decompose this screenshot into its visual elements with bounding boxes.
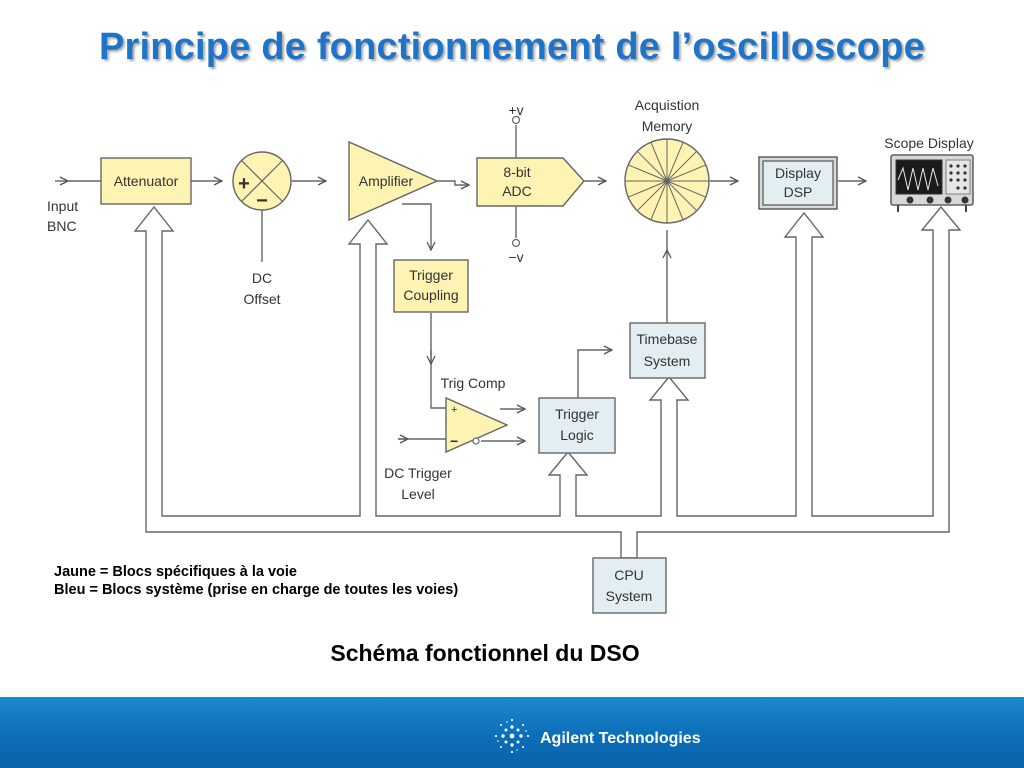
trigger-logic-block <box>538 397 616 454</box>
input-label-line1: Input <box>47 198 78 214</box>
scope-display-icon <box>890 154 974 212</box>
memory-spoke <box>636 150 668 182</box>
dc-trigger-level-line1: DC Trigger <box>384 465 452 481</box>
attenuator-block <box>100 157 192 205</box>
cpu-block <box>592 557 667 614</box>
memory-spoke <box>628 180 668 198</box>
minus-v-label: −v <box>508 249 523 265</box>
memory-spoke <box>666 142 684 182</box>
timebase-block <box>629 322 706 379</box>
trigger-logic-line2: Logic <box>560 427 593 443</box>
dc-trigger-level-line2: Level <box>401 486 434 502</box>
timebase-line1: Timebase <box>637 331 698 347</box>
summer-minus: − <box>256 190 268 212</box>
acquisition-memory-wheel <box>624 138 710 224</box>
comparator-minus: − <box>450 433 458 449</box>
memory-spoke <box>666 164 706 182</box>
scope-display-label: Scope Display <box>884 135 974 151</box>
cpu-line2: System <box>606 588 653 604</box>
acq-memory-line1: Acquistion <box>635 97 700 113</box>
acq-memory-line2: Memory <box>642 118 693 134</box>
memory-spoke <box>650 142 668 182</box>
summing-junction: + − <box>232 151 292 212</box>
comparator-plus: + <box>451 404 457 416</box>
trigger-coupling-line1: Trigger <box>409 267 453 283</box>
slide-title: Principe de fonctionnement de l’oscillos… <box>99 26 925 68</box>
legend-yellow: Jaune = Blocs spécifiques à la voie <box>54 564 297 580</box>
trigger-logic-line1: Trigger <box>555 406 599 422</box>
cpu-line1: CPU <box>614 567 644 583</box>
legend: Jaune = Blocs spécifiques à la voie Bleu… <box>54 563 458 599</box>
attenuator-label: Attenuator <box>114 173 179 189</box>
agilent-spark-icon <box>494 718 530 754</box>
display-dsp-label-line2: DSP <box>784 184 813 200</box>
block-diagram: Attenuator + − Amplifier 8-bit ADC Displ… <box>47 97 974 614</box>
plus-v-label: +v <box>508 102 523 118</box>
memory-spoke <box>628 164 668 182</box>
trigger-coupling-block <box>393 259 469 313</box>
adc-block <box>476 157 585 207</box>
legend-blue: Bleu = Blocs système (prise en charge de… <box>54 582 459 598</box>
amplifier-label: Amplifier <box>359 173 414 189</box>
trig-comp-label: Trig Comp <box>441 375 506 391</box>
timebase-line2: System <box>644 353 691 369</box>
trigger-coupling-line2: Coupling <box>403 287 458 303</box>
memory-spoke <box>666 180 698 212</box>
adc-label-line1: 8-bit <box>503 164 530 180</box>
memory-spoke <box>666 180 706 198</box>
memory-spoke <box>666 150 698 182</box>
display-dsp-label-line1: Display <box>775 165 821 181</box>
diagram-caption: Schéma fonctionnel du DSO <box>330 640 640 666</box>
summer-plus: + <box>238 173 250 195</box>
memory-spoke <box>666 180 684 220</box>
amplifier-block <box>348 140 439 222</box>
dc-offset-line2: Offset <box>243 291 280 307</box>
memory-spoke <box>636 180 668 212</box>
adc-label-line2: ADC <box>502 183 532 199</box>
memory-spoke <box>650 180 668 220</box>
input-label-line2: BNC <box>47 218 77 234</box>
footer-bar <box>0 697 1024 768</box>
dc-offset-line1: DC <box>252 270 272 286</box>
footer-logo-text: Agilent Technologies <box>540 730 701 747</box>
